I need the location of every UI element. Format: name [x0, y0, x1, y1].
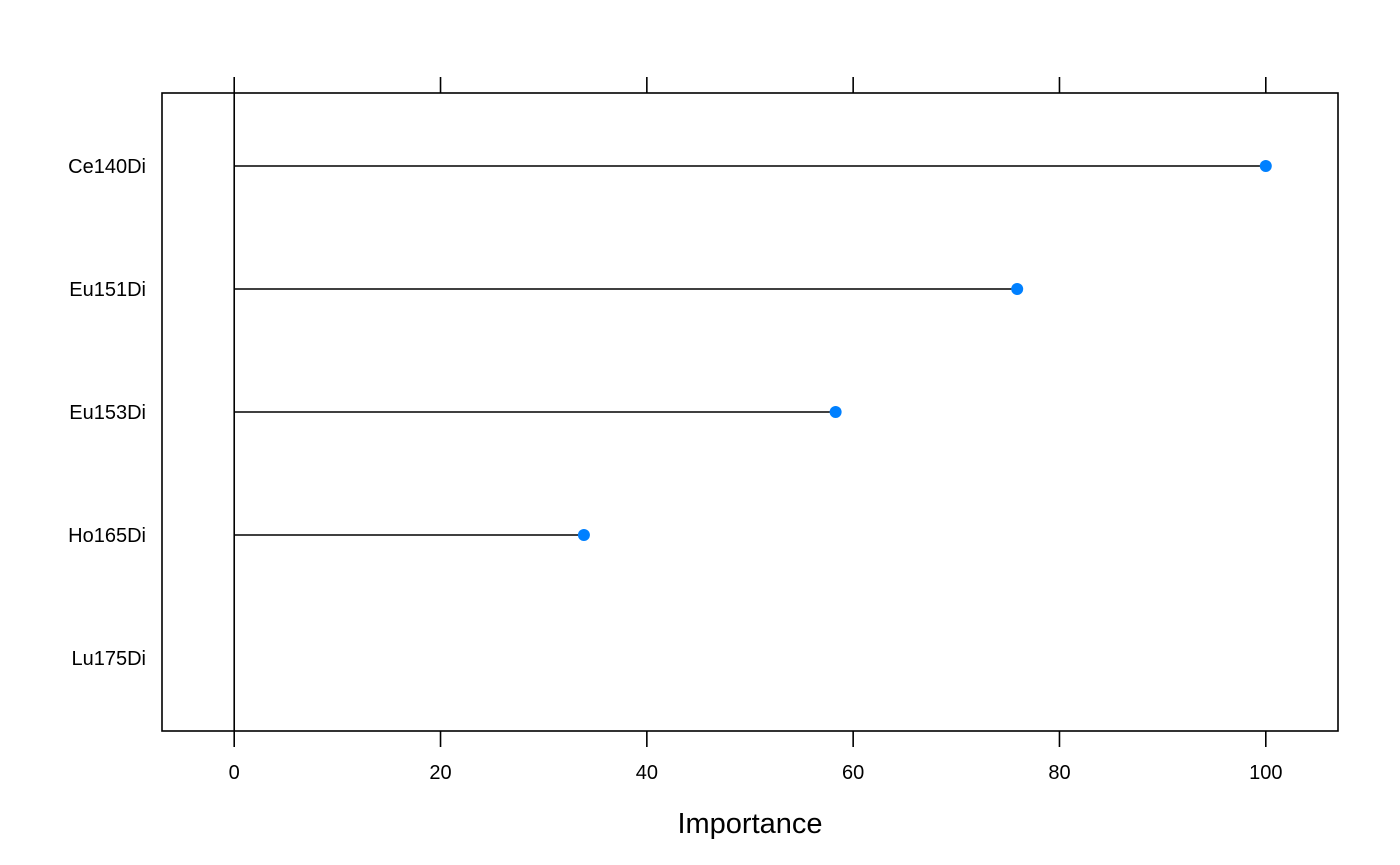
importance-point — [577, 529, 590, 541]
y-category-label: Lu175Di — [71, 648, 146, 670]
x-tick-label: 0 — [229, 762, 240, 784]
x-axis: 0 20 40 60 80 100 — [229, 77, 1282, 784]
plot-layer — [233, 93, 1272, 731]
x-tick-label: 80 — [1048, 762, 1070, 784]
y-category-label: Ho165Di — [68, 525, 146, 547]
y-category-label: Ce140Di — [68, 156, 146, 178]
x-axis-title: Importance — [677, 808, 822, 840]
x-tick-label: 40 — [636, 762, 658, 784]
x-tick-label: 20 — [429, 762, 451, 784]
y-category-label: Eu151Di — [69, 279, 146, 301]
x-tick-label: 100 — [1249, 762, 1282, 784]
importance-point — [1011, 283, 1024, 295]
importance-point — [1259, 160, 1272, 172]
importance-point — [829, 406, 842, 418]
x-tick-label: 60 — [842, 762, 864, 784]
plot-frame — [161, 92, 1339, 732]
y-category-label: Eu153Di — [69, 402, 146, 424]
